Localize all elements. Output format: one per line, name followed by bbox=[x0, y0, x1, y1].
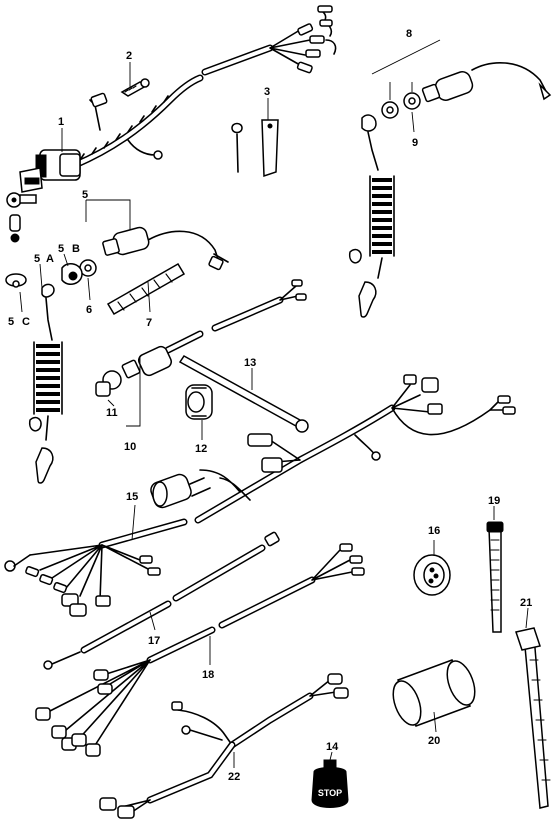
part-2-screw bbox=[120, 78, 150, 97]
part-14-stop-switch: STOP bbox=[311, 759, 349, 808]
part-15-harness bbox=[4, 518, 188, 617]
part-12-grommet bbox=[185, 384, 213, 420]
part-10-switch-harness bbox=[95, 279, 307, 397]
callout-8: 8 bbox=[406, 28, 412, 40]
part-17-harness bbox=[43, 531, 280, 670]
callout-5: 5 bbox=[82, 189, 88, 201]
callout-17: 17 bbox=[148, 635, 160, 647]
main-harness-mid bbox=[150, 374, 516, 524]
part-19-cable-tie bbox=[486, 521, 504, 633]
callout-5a-letter: A bbox=[46, 253, 54, 265]
callout-20: 20 bbox=[428, 735, 440, 747]
callout-19: 19 bbox=[488, 495, 500, 507]
part-5-switch-assembly bbox=[5, 226, 229, 484]
part-7-sleeve bbox=[106, 262, 186, 316]
callout-16: 16 bbox=[428, 525, 440, 537]
callout-2: 2 bbox=[126, 50, 132, 62]
part-20-sleeve bbox=[392, 659, 476, 727]
callout-11: 11 bbox=[106, 407, 118, 419]
callout-5c-letter: C bbox=[22, 316, 30, 328]
callout-5b-letter: B bbox=[72, 243, 80, 255]
callout-7: 7 bbox=[146, 317, 152, 329]
stop-label: STOP bbox=[318, 788, 342, 798]
callout-1: 1 bbox=[58, 116, 64, 128]
part-13-cable-tie bbox=[178, 355, 309, 433]
callout-22: 22 bbox=[228, 771, 240, 783]
callout-14: 14 bbox=[326, 741, 339, 753]
callout-18: 18 bbox=[202, 669, 214, 681]
callout-21: 21 bbox=[520, 597, 532, 609]
callout-15: 15 bbox=[126, 491, 138, 503]
callout-5b-num: 5 bbox=[58, 243, 64, 255]
part-21-cable-tie-clip bbox=[515, 627, 551, 809]
callout-labels: 1 2 3 8 9 5 5 A 5 B 5 C 6 7 11 10 12 13 … bbox=[8, 28, 532, 783]
callout-6: 6 bbox=[86, 304, 92, 316]
callout-5a-num: 5 bbox=[34, 253, 40, 265]
leader-lines bbox=[19, 39, 529, 768]
part-8-stop-switch-assembly bbox=[348, 62, 552, 318]
part-16-grommet bbox=[413, 554, 451, 596]
part-3-clip bbox=[231, 119, 279, 178]
callout-3: 3 bbox=[264, 86, 270, 98]
callout-13: 13 bbox=[244, 357, 256, 369]
callout-5c-num: 5 bbox=[8, 316, 14, 328]
part-22-harness bbox=[99, 673, 349, 819]
callout-12: 12 bbox=[195, 443, 207, 455]
callout-9: 9 bbox=[412, 137, 418, 149]
callout-10: 10 bbox=[124, 441, 136, 453]
part-1-main-switch bbox=[6, 5, 337, 243]
part-18-harness bbox=[35, 543, 365, 757]
